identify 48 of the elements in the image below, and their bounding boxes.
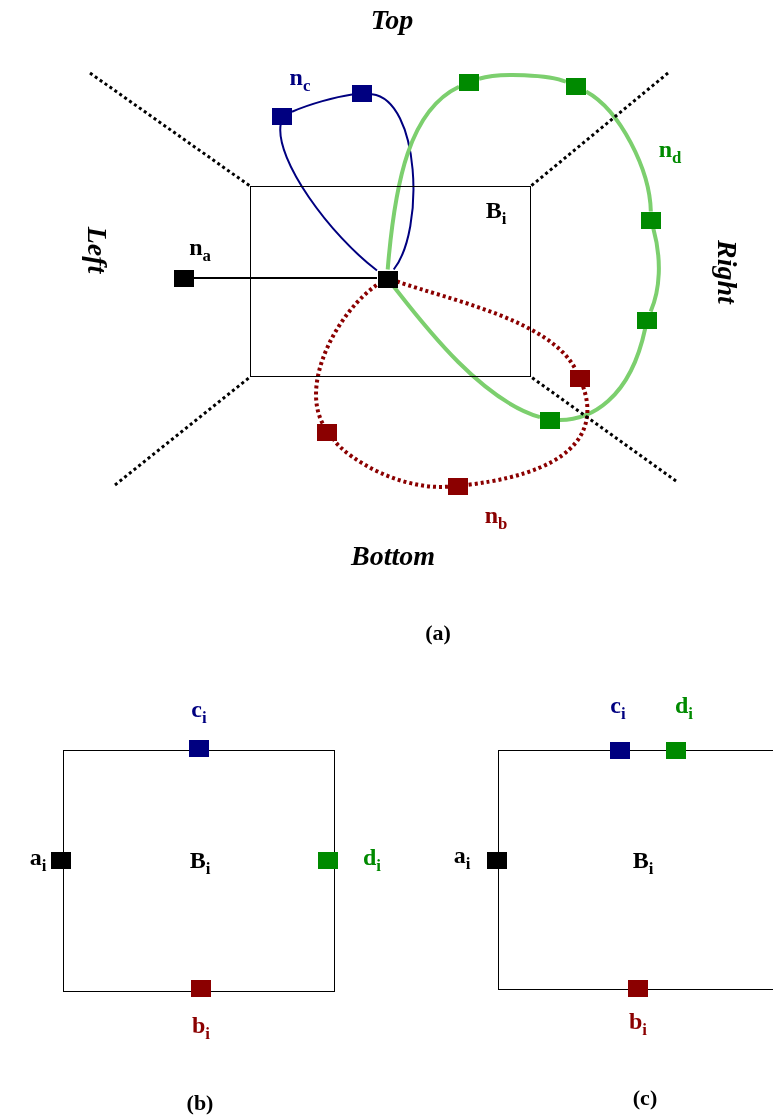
net-wire (467, 385, 590, 487)
panel-caption: (b) (186, 1092, 214, 1114)
net-wire (279, 123, 378, 272)
pin-square (641, 211, 661, 229)
pin-square (637, 311, 657, 329)
net-wire (559, 328, 648, 422)
pin-square (174, 269, 194, 287)
net-wire (371, 93, 415, 271)
pin-name: c$_{i}$ (610, 693, 626, 723)
pin-square (272, 107, 292, 125)
panel-caption: (a) (425, 622, 451, 644)
pin-square (459, 73, 479, 91)
pin-name: a$_{i}$ (453, 843, 471, 873)
pin-square (540, 411, 560, 429)
net-wire (314, 283, 379, 425)
pin-square (570, 369, 590, 387)
pin-name: d$_{i}$ (675, 693, 693, 723)
net-name: n$_{b}$ (484, 503, 508, 533)
net-wire (332, 439, 449, 489)
block-outline (250, 186, 531, 377)
side-name: Right (713, 240, 741, 304)
side-name: Top (370, 6, 414, 34)
side-name: Left (83, 226, 111, 274)
panel-caption: (c) (632, 1087, 658, 1109)
block-name: B$_{i}$ (632, 848, 654, 878)
pin-square (566, 77, 586, 95)
net-wire (392, 285, 541, 419)
net-name: n$_{a}$ (189, 235, 211, 265)
net-wire (193, 277, 378, 279)
pin-name: b$_{i}$ (629, 1009, 647, 1039)
pin-name: b$_{i}$ (192, 1013, 210, 1043)
block-outline (63, 750, 335, 992)
net-wire (478, 73, 567, 84)
pin-square (352, 84, 372, 102)
pin-name: c$_{i}$ (191, 697, 207, 727)
net-wire (291, 93, 353, 113)
block-name: B$_{i}$ (485, 198, 507, 228)
net-wire (648, 228, 661, 313)
net-wire (385, 85, 460, 270)
pin-name: d$_{i}$ (363, 845, 381, 875)
side-name: Bottom (351, 542, 435, 570)
pin-square (378, 270, 398, 288)
net-name: n$_{c}$ (289, 65, 311, 95)
pin-name: a$_{i}$ (29, 845, 47, 875)
block-name: B$_{i}$ (189, 848, 211, 878)
pin-square (317, 423, 337, 441)
net-name: n$_{d}$ (658, 137, 682, 167)
pin-square (448, 477, 468, 495)
